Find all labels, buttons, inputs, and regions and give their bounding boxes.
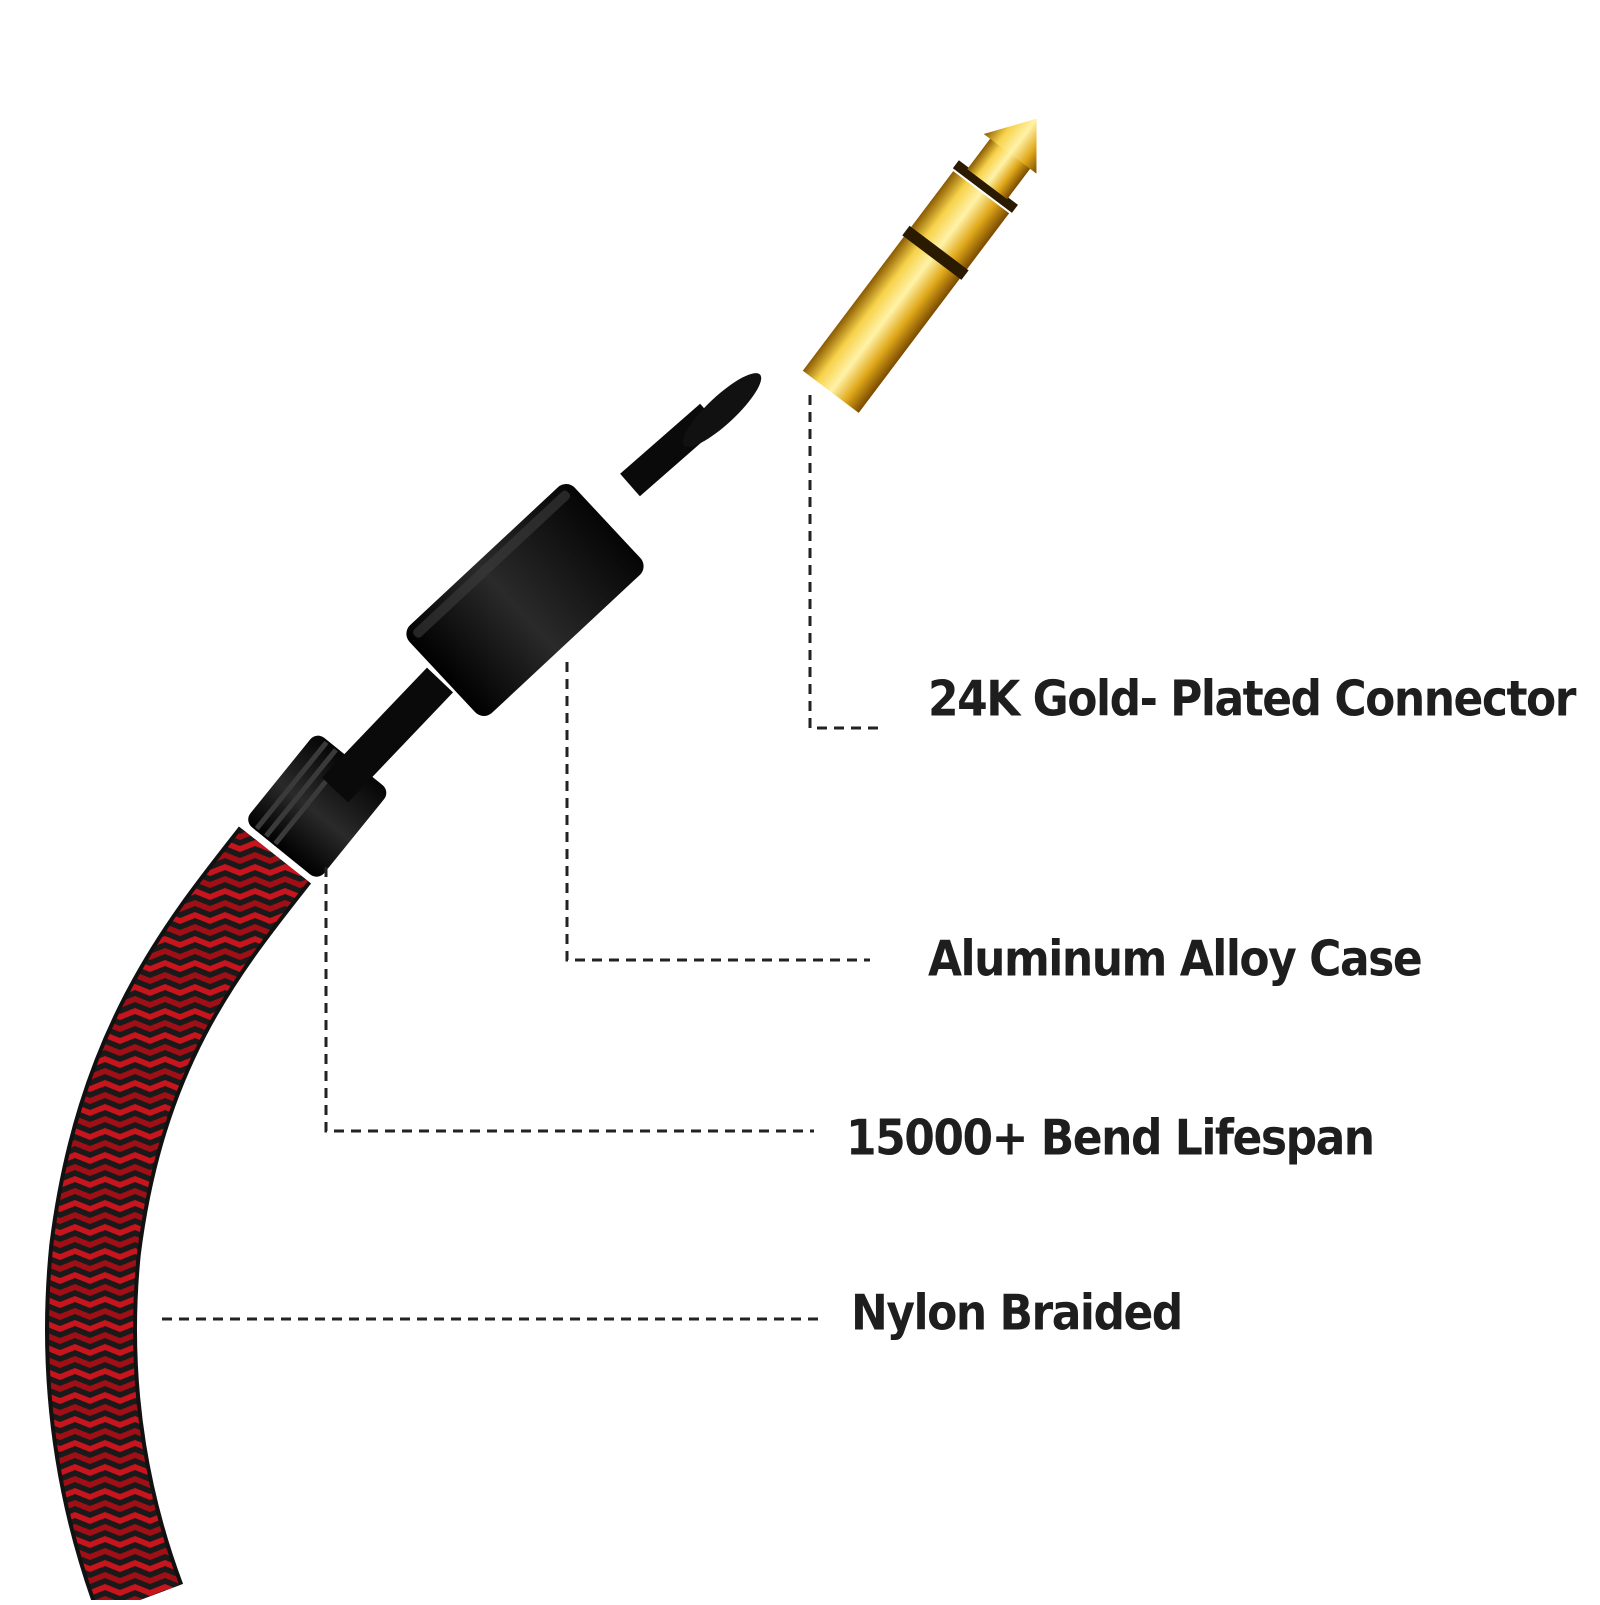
callout-label-case: Aluminum Alloy Case [928, 930, 1423, 989]
callout-label-bend: 15000+ Bend Lifespan [846, 1109, 1375, 1168]
leader-line-case [565, 662, 870, 962]
connector-neck [321, 667, 454, 803]
connector-washer [682, 373, 762, 447]
aluminum-alloy-case [406, 484, 644, 716]
callout-label-connector: 24K Gold- Plated Connector [928, 670, 1576, 729]
nylon-braided-cable [45, 826, 312, 1605]
gold-plated-connector [802, 118, 1037, 413]
leader-lines [162, 395, 884, 1321]
callout-label-nylon: Nylon Braided [851, 1284, 1183, 1343]
leader-line-connector [808, 395, 884, 730]
leader-line-bend [324, 867, 814, 1133]
